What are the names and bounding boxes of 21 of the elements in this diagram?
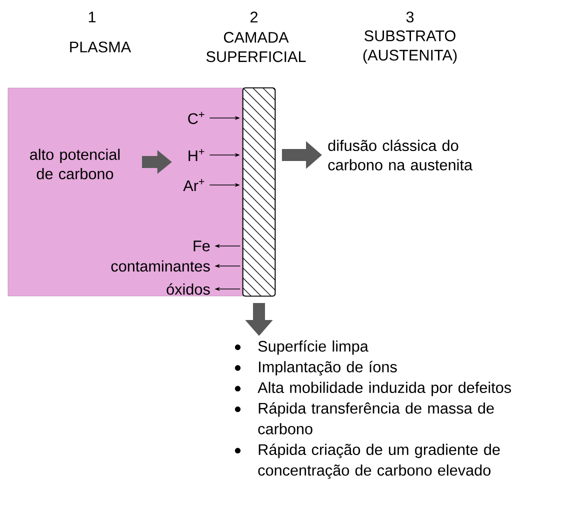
bullet-item: Implantação de íons (234, 360, 397, 376)
bullet-item: Superfície limpa (234, 340, 368, 355)
ion-label: H$^{+}$ (188, 149, 204, 161)
surface-layer (242, 87, 276, 297)
region-number: 3 (406, 12, 414, 22)
species-label: contaminantes (111, 260, 210, 272)
ion-label: C$^{+}$ (188, 112, 204, 124)
text-label: alto potencial de carbono (30, 148, 120, 180)
region-heading: SUBSTRATO (AUSTENITA) (363, 30, 457, 64)
bullet-item: Rápida criação de um gradiente de concentração de carbono elevado (234, 444, 500, 479)
species-label: óxidos (166, 283, 210, 295)
region-heading: PLASMA (70, 42, 132, 52)
bullet-item: Rápida transferência de massa de carbono (234, 402, 494, 434)
text-label: difusão clássica do carbono na austenita (328, 140, 472, 170)
region-number: 1 (88, 12, 96, 22)
region-number: 2 (250, 12, 258, 22)
plasma-region (8, 88, 246, 296)
region-heading: CAMADA SUPERFICIAL (206, 32, 306, 62)
bullet-item: Alta mobilidade induzida por defeitos (234, 382, 511, 396)
ion-label: Ar$^{+}$ (183, 179, 204, 191)
species-label: Fe (194, 240, 210, 252)
